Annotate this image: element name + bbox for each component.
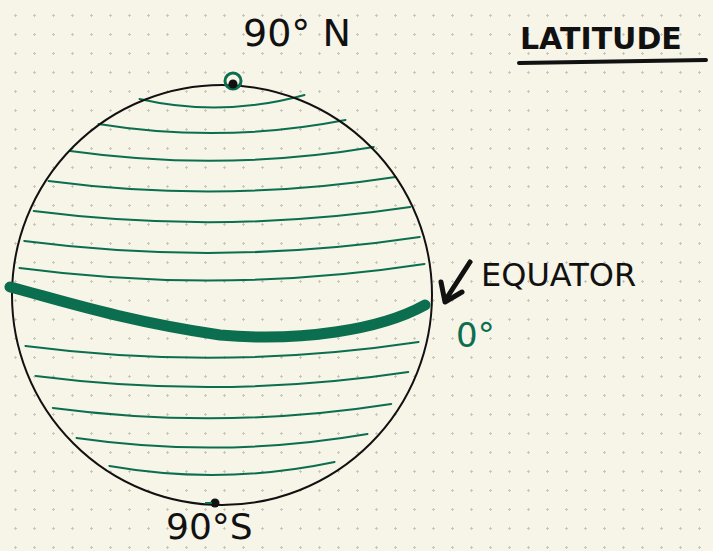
latitude-lines [20,95,425,475]
latitude-line [53,404,391,418]
latitude-line [99,120,346,133]
north-pole-label: 90° N [243,14,351,52]
north-pole-dot [229,80,238,89]
latitude-line [77,434,368,448]
south-pole-label: 90°S [166,509,253,545]
latitude-line [70,147,374,161]
latitude-line [34,207,411,222]
equator-label: EQUATOR [481,259,636,291]
latitude-line [109,462,334,475]
latitude-line [24,237,420,253]
latitude-line [140,95,305,108]
latitude-line [49,177,396,191]
latitude-line [36,372,409,387]
heading: LATITUDE [520,24,682,54]
pole-mark [205,502,212,504]
arrow-head [441,282,462,302]
globe-outline [12,85,432,505]
degree-label: 0° [456,318,495,352]
pole-ring [225,73,241,89]
title-underline [519,60,706,63]
equator-line [10,287,425,337]
latitude-line [25,342,418,358]
latitude-line [20,264,425,281]
